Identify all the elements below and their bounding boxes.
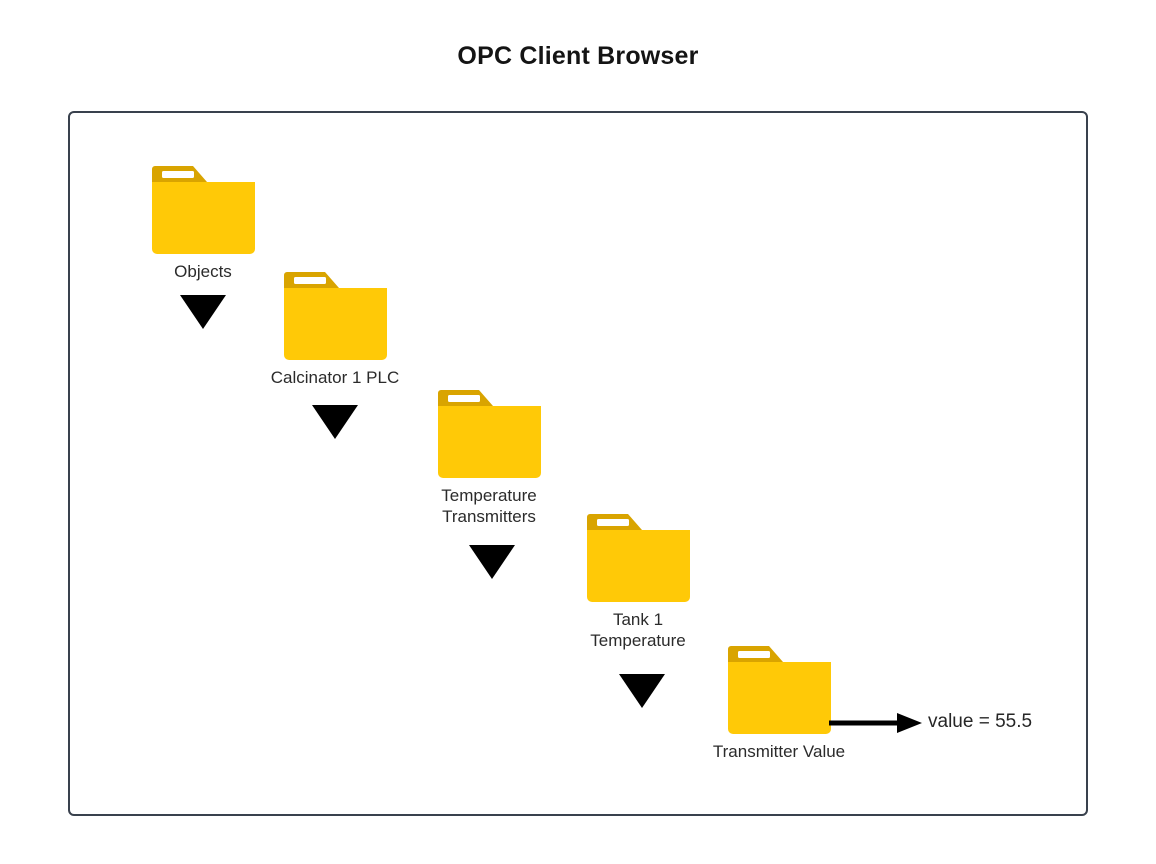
folder-icon [435,387,543,482]
page-title: OPC Client Browser [457,42,699,70]
tree-node-label: Temperature Transmitters [441,486,537,526]
arrow-down-icon [180,295,226,330]
tree-node-tank-1-temperature[interactable]: Tank 1 Temperature [584,511,692,650]
diagram-frame: Objects Calcinator 1 PLC [68,111,1088,816]
tree-node-objects[interactable]: Objects [149,163,257,281]
arrow-down-icon [312,405,358,440]
tree-node-label: Tank 1 Temperature [590,610,686,650]
value-readout: value = 55.5 [928,711,1033,732]
folder-icon [584,511,692,606]
folder-icon [149,163,257,258]
tree-node-label: Objects [174,262,232,281]
folder-icon [281,269,389,364]
tree-node-transmitter-value[interactable]: Transmitter Value [713,643,845,761]
tree-node-label: Transmitter Value [712,742,846,761]
folder-icon [725,643,833,738]
tree-node-calcinator-1-plc[interactable]: Calcinator 1 PLC [271,269,399,387]
tree-node-temperature-transmitters[interactable]: Temperature Transmitters [435,387,543,526]
tree-node-label: Calcinator 1 PLC [270,368,400,387]
arrow-down-icon [619,674,665,709]
arrow-down-icon [469,545,515,580]
arrow-right-icon [829,710,924,736]
